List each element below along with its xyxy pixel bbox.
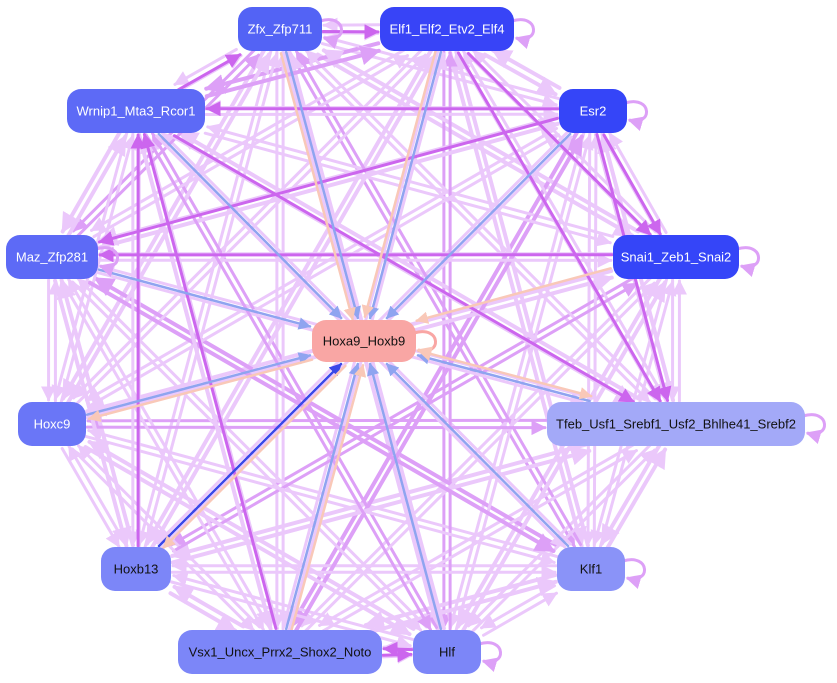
node-box[interactable]	[312, 320, 416, 362]
center-edge-zfx-zfp711-peach	[279, 52, 356, 321]
edge-wrnip1-mta3-rcor1-to-snai1-zeb1-snai2	[203, 131, 612, 247]
center-edge-wrnip1-mta3-rcor1-blue	[157, 132, 343, 320]
center-edge-vsx1-uncx-prrx2-shox2-noto-peach	[290, 364, 367, 632]
edge-hoxb13-to-vsx1-uncx-prrx2-shox2-noto	[168, 591, 238, 633]
node-hlf[interactable]: Hlf	[413, 630, 481, 674]
edge-esr2-to-hoxc9	[84, 126, 558, 402]
node-elf1-elf2-etv2-elf4[interactable]: Elf1_Elf2_Etv2_Elf4	[380, 7, 514, 51]
edge-klf1-to-tfeb-usf1-srebf1-usf2-bhlhe41-srebf2	[605, 447, 668, 550]
center-edges	[85, 49, 612, 632]
self-loop-klf1	[622, 558, 646, 589]
edge-maz-zfp281-to-vsx1-uncx-prrx2-shox2-noto	[60, 279, 265, 631]
node-box[interactable]	[557, 547, 625, 591]
edge-klf1-to-elf1-elf2-etv2-elf4	[451, 50, 590, 548]
node-box[interactable]	[178, 630, 382, 674]
node-box[interactable]	[547, 402, 805, 446]
edge-esr2-to-elf1-elf2-etv2-elf4	[491, 48, 562, 90]
node-wrnip1-mta3-rcor1[interactable]: Wrnip1_Mta3_Rcor1	[67, 89, 205, 133]
self-loop-zfx-zfp711	[319, 18, 343, 49]
node-snai1-zeb1-snai2[interactable]: Snai1_Zeb1_Snai2	[613, 235, 739, 279]
edge-hlf-to-klf1	[481, 591, 558, 637]
strong-edge-vsx1-uncx-prrx2-shox2-noto-to-hlf	[381, 647, 413, 663]
center-edge-to-hoxb13	[162, 364, 347, 550]
center-edge-elf1-elf2-etv2-elf4-peach	[361, 49, 437, 318]
node-box[interactable]	[559, 89, 627, 133]
edge-snai1-zeb1-snai2-to-esr2	[608, 132, 668, 235]
strong-edge-esr2-to-snai1-zeb1-snai2	[602, 133, 662, 236]
edge-klf1-to-maz-zfp281	[93, 276, 560, 548]
self-loop-hlf	[478, 641, 502, 672]
center-edge-to-hoxc9	[87, 358, 314, 422]
strong-edge-wrnip1-mta3-rcor1-to-tfeb-usf1-srebf1-usf2-bhlhe41-srebf2	[172, 134, 635, 404]
node-vsx1-uncx-prrx2-shox2-noto[interactable]: Vsx1_Uncx_Prrx2_Shox2_Noto	[178, 630, 382, 674]
strong-edge-wrnip1-mta3-rcor1-to-zfx-zfp711	[177, 53, 242, 92]
node-box[interactable]	[238, 7, 322, 51]
center-edge-hoxb13-darkblue	[157, 362, 343, 548]
center-edge-snai1-zeb1-snai2-peach	[415, 267, 612, 324]
edge-maz-zfp281-to-hlf	[71, 280, 423, 632]
node-box[interactable]	[6, 235, 98, 279]
center-edge-zfx-zfp711-blue	[284, 50, 361, 320]
edge-elf1-elf2-etv2-elf4-to-maz-zfp281	[89, 47, 407, 232]
node-box[interactable]	[380, 7, 514, 51]
node-box[interactable]	[18, 402, 86, 446]
node-box[interactable]	[67, 89, 205, 133]
node-klf1[interactable]: Klf1	[557, 547, 625, 591]
center-edge-esr2-blue	[385, 132, 572, 320]
edge-wrnip1-mta3-rcor1-to-vsx1-uncx-prrx2-shox2-noto	[137, 132, 276, 631]
node-esr2[interactable]: Esr2	[559, 89, 627, 133]
node-hoxa9-hoxb9[interactable]: Hoxa9_Hoxb9	[312, 320, 416, 362]
center-edge-hoxc9-blue	[85, 352, 312, 416]
center-edge-vsx1-uncx-prrx2-shox2-noto-blue	[284, 362, 361, 631]
center-edge-klf1-blue	[385, 362, 570, 548]
edge-vsx1-uncx-prrx2-shox2-noto-to-esr2	[294, 134, 584, 633]
self-loop-snai1-zeb1-snai2	[736, 246, 760, 277]
node-hoxc9[interactable]: Hoxc9	[18, 402, 86, 446]
edge-tfeb-usf1-srebf1-usf2-bhlhe41-srebf2-to-wrnip1-mta3-rcor1	[177, 130, 641, 401]
strong-edge-hlf-to-vsx1-uncx-prrx2-shox2-noto	[382, 641, 414, 657]
edge-klf1-to-zfx-zfp711	[295, 50, 583, 547]
node-box[interactable]	[101, 547, 171, 591]
node-maz-zfp281[interactable]: Maz_Zfp281	[6, 235, 98, 279]
edge-hoxb13-to-tfeb-usf1-srebf1-usf2-bhlhe41-srebf2	[170, 445, 592, 565]
center-edge-to-tfeb-usf1-srebf1-usf2-bhlhe41-srebf2	[416, 349, 593, 400]
self-loop-esr2	[624, 100, 648, 131]
edge-snai1-zeb1-snai2-to-hoxb13	[169, 275, 636, 547]
edge-hoxb13-to-snai1-zeb1-snai2	[172, 282, 638, 553]
node-box[interactable]	[413, 630, 481, 674]
edge-hoxb13-to-elf1-elf2-etv2-elf4	[149, 52, 438, 550]
edge-wrnip1-mta3-rcor1-to-maz-zfp281	[60, 130, 122, 234]
center-edge-hlf-blue	[367, 362, 443, 631]
edge-maz-zfp281-to-esr2	[97, 118, 560, 250]
node-zfx-zfp711[interactable]: Zfx_Zfp711	[238, 7, 322, 51]
center-edge-tfeb-usf1-srebf1-usf2-bhlhe41-srebf2-blue	[416, 352, 591, 403]
self-loop-maz-zfp281	[95, 246, 119, 277]
node-tfeb-usf1-srebf1-usf2-bhlhe41-srebf2[interactable]: Tfeb_Usf1_Srebf1_Usf2_Bhlhe41_Srebf2	[547, 402, 805, 446]
self-loops	[95, 18, 826, 672]
self-loop-hoxa9-hoxb9	[413, 330, 437, 361]
center-edge-maz-zfp281-blue	[97, 268, 312, 330]
self-loop-tfeb-usf1-srebf1-usf2-bhlhe41-srebf2	[802, 413, 826, 444]
edge-maz-zfp281-to-klf1	[87, 280, 556, 553]
edge-hoxc9-to-hoxb13	[60, 447, 121, 549]
node-box[interactable]	[613, 235, 739, 279]
strong-edge-esr2-to-maz-zfp281	[97, 116, 559, 246]
edge-elf1-elf2-etv2-elf4-to-hoxb13	[145, 48, 434, 546]
edge-hoxc9-to-esr2	[87, 133, 561, 409]
strong-edge-elf1-elf2-etv2-elf4-to-tfeb-usf1-srebf1-usf2-bhlhe41-srebf2	[456, 51, 662, 403]
node-hoxb13[interactable]: Hoxb13	[101, 547, 171, 591]
self-loop-elf1-elf2-etv2-elf4	[511, 18, 535, 49]
center-edge-elf1-elf2-etv2-elf4-blue	[366, 50, 443, 320]
